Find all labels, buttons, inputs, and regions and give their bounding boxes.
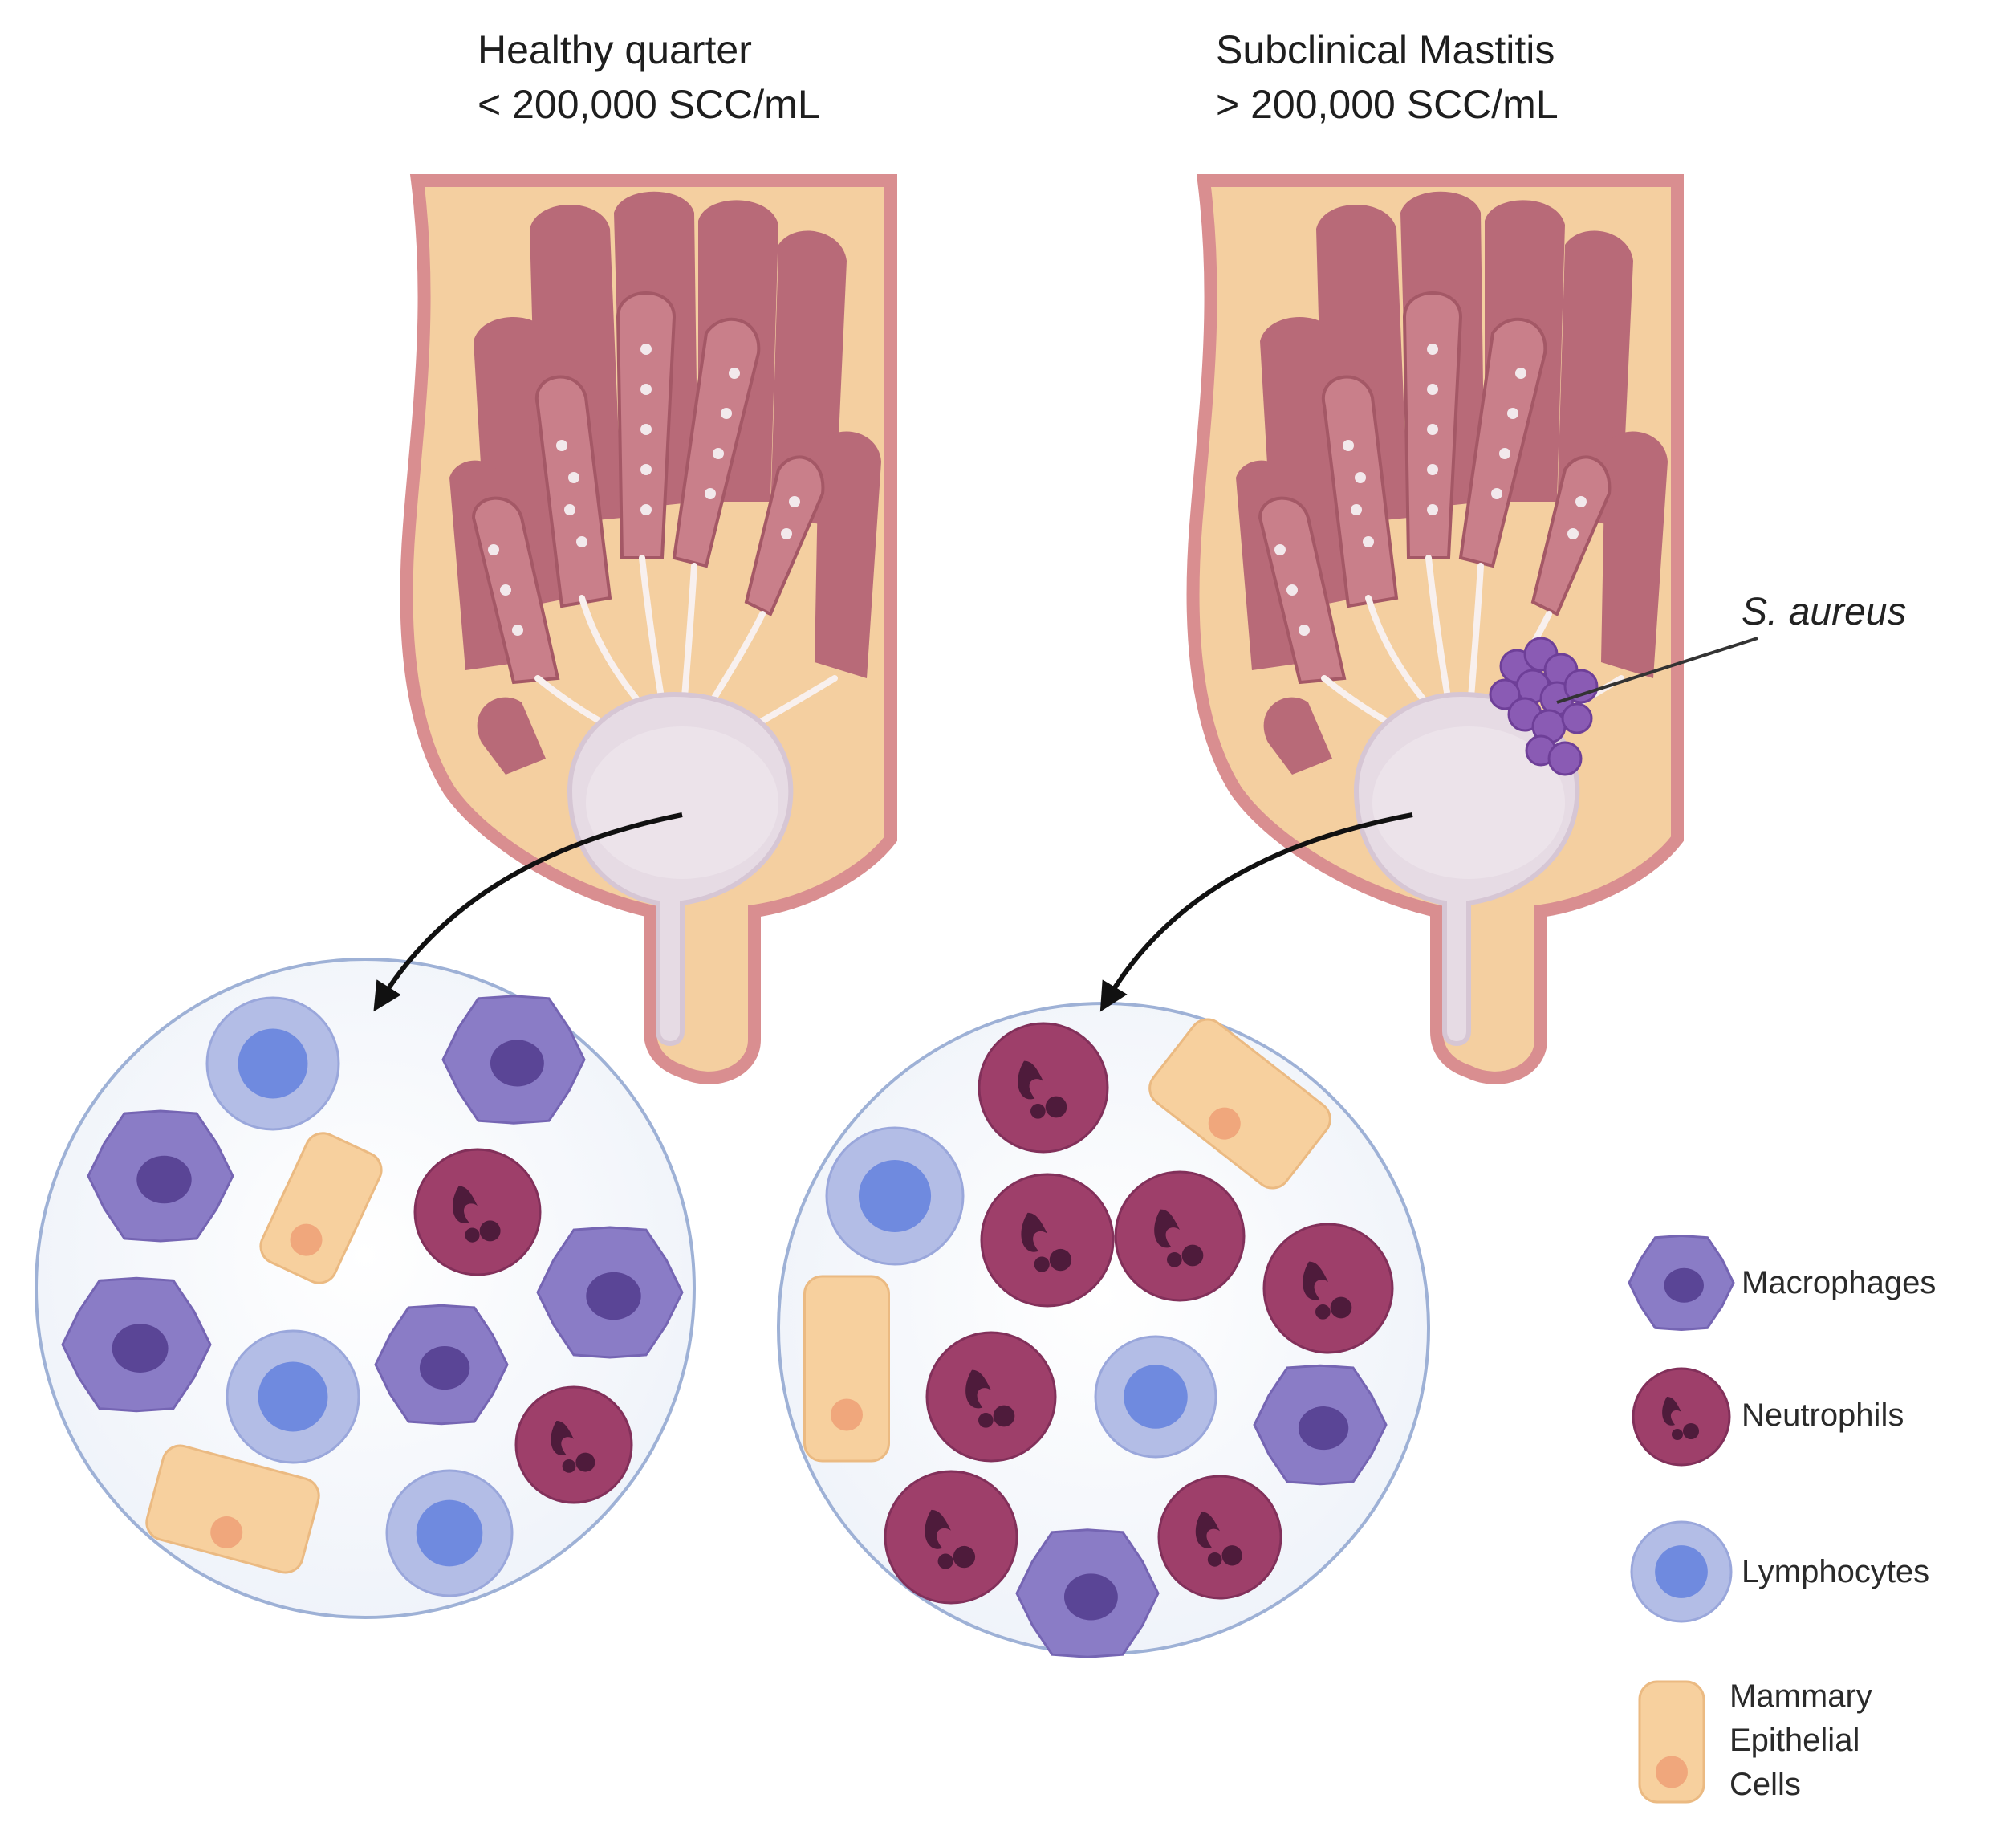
s-aureus-pointer-line: [1556, 637, 1758, 704]
healthy-cell-population: [61, 995, 684, 1597]
epithelial-cell: [145, 1444, 320, 1574]
macrophage-cell: [441, 995, 586, 1125]
legend-neutrophils-label: Neutrophils: [1742, 1398, 1904, 1433]
mastitis-cell-population: [803, 1018, 1394, 1658]
lymphocyte-cell: [825, 1126, 965, 1266]
lymphocyte-cell: [1630, 1520, 1733, 1623]
macrophage-cell: [374, 1304, 509, 1426]
epithelial-cell: [803, 1275, 890, 1463]
epithelial-cell: [1148, 1018, 1331, 1190]
legend-icons: [1628, 1234, 1735, 1804]
neutrophil-cell: [1262, 1223, 1394, 1354]
lymphocyte-cell: [226, 1329, 360, 1464]
s-aureus-cluster: [1489, 637, 1599, 776]
macrophage-cell: [1628, 1234, 1735, 1332]
neutrophil-cell: [980, 1173, 1115, 1308]
healthy-alveoli-dots: [488, 344, 800, 636]
neutrophil-cell: [1114, 1170, 1246, 1302]
healthy-title: Healthy quarter: [478, 27, 752, 72]
healthy-udder-illustration: [407, 181, 891, 1078]
healthy-threshold: < 200,000 SCC/mL: [478, 82, 820, 127]
legend-lymphocytes-label: Lymphocytes: [1742, 1554, 1930, 1589]
healthy-zoom-arrow: [373, 812, 683, 1012]
mastitis-threshold: > 200,000 SCC/mL: [1216, 82, 1559, 127]
epithelial-cell: [1638, 1680, 1705, 1804]
epithelial-cell: [259, 1132, 383, 1284]
neutrophil-cell: [1157, 1475, 1282, 1600]
neutrophil-cell: [978, 1022, 1109, 1154]
macrophage-cell: [61, 1276, 212, 1413]
lymphocyte-cell: [205, 996, 340, 1131]
lymphocyte-cell: [1094, 1335, 1217, 1459]
neutrophil-cell: [884, 1470, 1018, 1605]
legend-epithelial-label-2: Epithelial: [1729, 1723, 1860, 1758]
mastitis-title: Subclinical Mastitis: [1216, 27, 1555, 72]
neutrophil-cell: [413, 1148, 542, 1276]
lymphocyte-cell: [385, 1469, 514, 1597]
neutrophil-cell: [1632, 1367, 1731, 1467]
mastitis-zoom-arrow: [1099, 812, 1413, 1012]
macrophage-cell: [1015, 1528, 1160, 1658]
legend-epithelial-label-3: Cells: [1729, 1767, 1801, 1802]
neutrophil-cell: [925, 1331, 1057, 1463]
neutrophil-cell: [514, 1385, 633, 1504]
mastitis-udder-illustration: [1193, 181, 1677, 1078]
macrophage-cell: [1253, 1364, 1388, 1486]
s-aureus-label: S. aureus: [1742, 591, 1907, 633]
legend-epithelial-label-1: Mammary: [1729, 1678, 1872, 1714]
legend-macrophages-label: Macrophages: [1742, 1265, 1937, 1300]
macrophage-cell: [536, 1226, 684, 1359]
macrophage-cell: [87, 1109, 234, 1243]
